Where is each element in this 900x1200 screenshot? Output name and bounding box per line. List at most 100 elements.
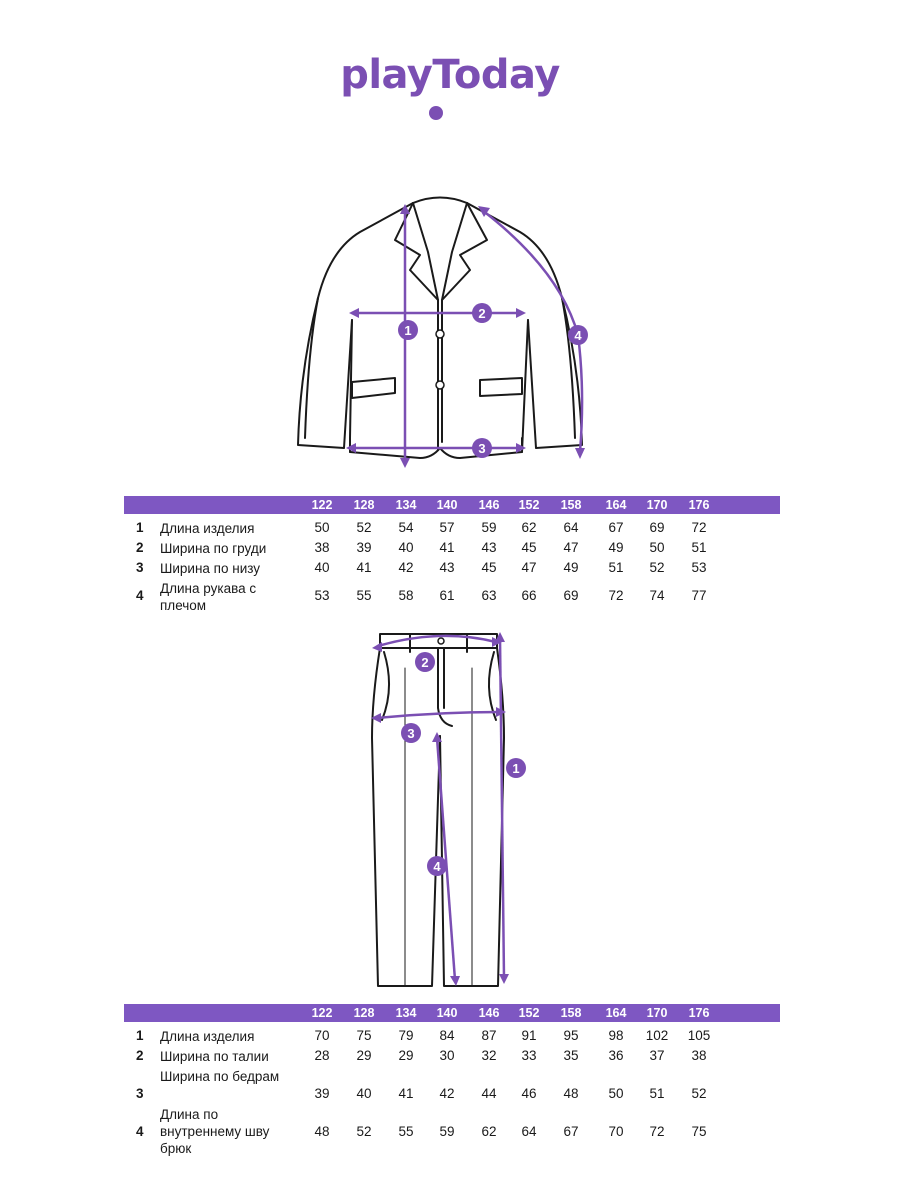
table-cell: 40 xyxy=(314,560,330,575)
table-cell: 79 xyxy=(398,1028,414,1043)
table-cell: 47 xyxy=(563,540,579,555)
table-cell: 45 xyxy=(521,540,537,555)
row-label: Ширина по бедрам xyxy=(160,1069,280,1084)
table-cell: 43 xyxy=(439,560,455,575)
table-cell: 49 xyxy=(608,540,624,555)
table-cell: 70 xyxy=(608,1124,624,1139)
row-label: Длина изделия xyxy=(160,521,255,536)
table-cell: 50 xyxy=(314,520,330,535)
size-header-cell: 128 xyxy=(353,1006,375,1020)
table-cell: 62 xyxy=(481,1124,497,1139)
table-cell: 72 xyxy=(649,1124,665,1139)
jacket-marker-1: 1 xyxy=(404,323,411,338)
table-cell: 51 xyxy=(608,560,624,575)
trousers-drawing: 1 2 3 4 xyxy=(0,628,900,998)
table-cell: 41 xyxy=(356,560,372,575)
table-cell: 52 xyxy=(356,1124,372,1139)
table-cell: 29 xyxy=(356,1048,372,1063)
table-cell: 61 xyxy=(439,588,455,603)
table-cell: 49 xyxy=(563,560,579,575)
table-cell: 29 xyxy=(398,1048,414,1063)
table-cell: 75 xyxy=(356,1028,372,1043)
table-cell: 46 xyxy=(521,1086,537,1101)
size-header-cell: 152 xyxy=(518,1006,540,1020)
table-cell: 30 xyxy=(439,1048,455,1063)
table-cell: 55 xyxy=(398,1124,414,1139)
table-cell: 36 xyxy=(608,1048,624,1063)
table-cell: 33 xyxy=(521,1048,537,1063)
table-cell: 40 xyxy=(356,1086,372,1101)
table-cell: 64 xyxy=(521,1124,537,1139)
row-label: Ширина по груди xyxy=(160,541,267,556)
table-cell: 38 xyxy=(691,1048,707,1063)
size-header-cell: 158 xyxy=(560,1006,582,1020)
table-cell: 74 xyxy=(649,588,665,603)
size-header-cell: 170 xyxy=(646,1006,668,1020)
table-cell: 32 xyxy=(481,1048,497,1063)
table-cell: 72 xyxy=(608,588,624,603)
table-cell: 95 xyxy=(563,1028,579,1043)
size-header-cell: 164 xyxy=(605,1006,627,1020)
row-number: 2 xyxy=(136,540,144,555)
jacket-marker-2: 2 xyxy=(478,306,485,321)
table-cell: 70 xyxy=(314,1028,330,1043)
table-cell: 55 xyxy=(356,588,372,603)
trousers-marker-2: 2 xyxy=(421,655,428,670)
table-cell: 72 xyxy=(691,520,707,535)
row-label: Длина по внутреннему шву брюк xyxy=(160,1107,270,1156)
row-number: 4 xyxy=(136,588,144,603)
table-cell: 58 xyxy=(398,588,414,603)
table-cell: 52 xyxy=(649,560,665,575)
table-cell: 102 xyxy=(645,1028,669,1043)
table-cell: 98 xyxy=(608,1028,624,1043)
size-header-cell: 158 xyxy=(560,498,582,512)
table-cell: 48 xyxy=(563,1086,579,1101)
table-cell: 38 xyxy=(314,540,330,555)
table-cell: 47 xyxy=(521,560,537,575)
table-cell: 28 xyxy=(314,1048,330,1063)
size-header-cell: 122 xyxy=(311,498,333,512)
jacket-marker-4: 4 xyxy=(574,328,582,343)
size-header-cell: 140 xyxy=(436,1006,458,1020)
row-number: 1 xyxy=(136,520,144,535)
size-header-cell: 128 xyxy=(353,498,375,512)
table-cell: 67 xyxy=(563,1124,579,1139)
table-cell: 67 xyxy=(608,520,624,535)
table-cell: 39 xyxy=(356,540,372,555)
table-cell: 37 xyxy=(649,1048,665,1063)
table-cell: 69 xyxy=(649,520,665,535)
size-header-cell: 146 xyxy=(478,1006,500,1020)
table-cell: 77 xyxy=(691,588,707,603)
table-cell: 63 xyxy=(481,588,497,603)
table-cell: 51 xyxy=(649,1086,665,1101)
row-label: Ширина по талии xyxy=(160,1049,269,1064)
table-cell: 53 xyxy=(314,588,330,603)
row-label: Длина рукава с плечом xyxy=(160,581,257,613)
table-cell: 43 xyxy=(481,540,497,555)
table-cell: 42 xyxy=(398,560,414,575)
table-cell: 48 xyxy=(314,1124,330,1139)
row-number: 3 xyxy=(136,1086,144,1101)
table-cell: 64 xyxy=(563,520,579,535)
table-cell: 59 xyxy=(481,520,497,535)
brand-logo-dot xyxy=(429,106,443,120)
jacket-marker-3: 3 xyxy=(478,441,485,456)
table-cell: 42 xyxy=(439,1086,455,1101)
size-header-cell: 170 xyxy=(646,498,668,512)
row-number: 2 xyxy=(136,1048,144,1063)
table-cell: 53 xyxy=(691,560,707,575)
trousers-marker-1: 1 xyxy=(512,761,519,776)
table-cell: 87 xyxy=(481,1028,497,1043)
size-header-cell: 152 xyxy=(518,498,540,512)
table-cell: 91 xyxy=(521,1028,537,1043)
row-label: Ширина по низу xyxy=(160,561,261,576)
jacket-drawing: 1 2 3 4 xyxy=(0,180,900,480)
table-cell: 52 xyxy=(691,1086,707,1101)
table-cell: 54 xyxy=(398,520,414,535)
